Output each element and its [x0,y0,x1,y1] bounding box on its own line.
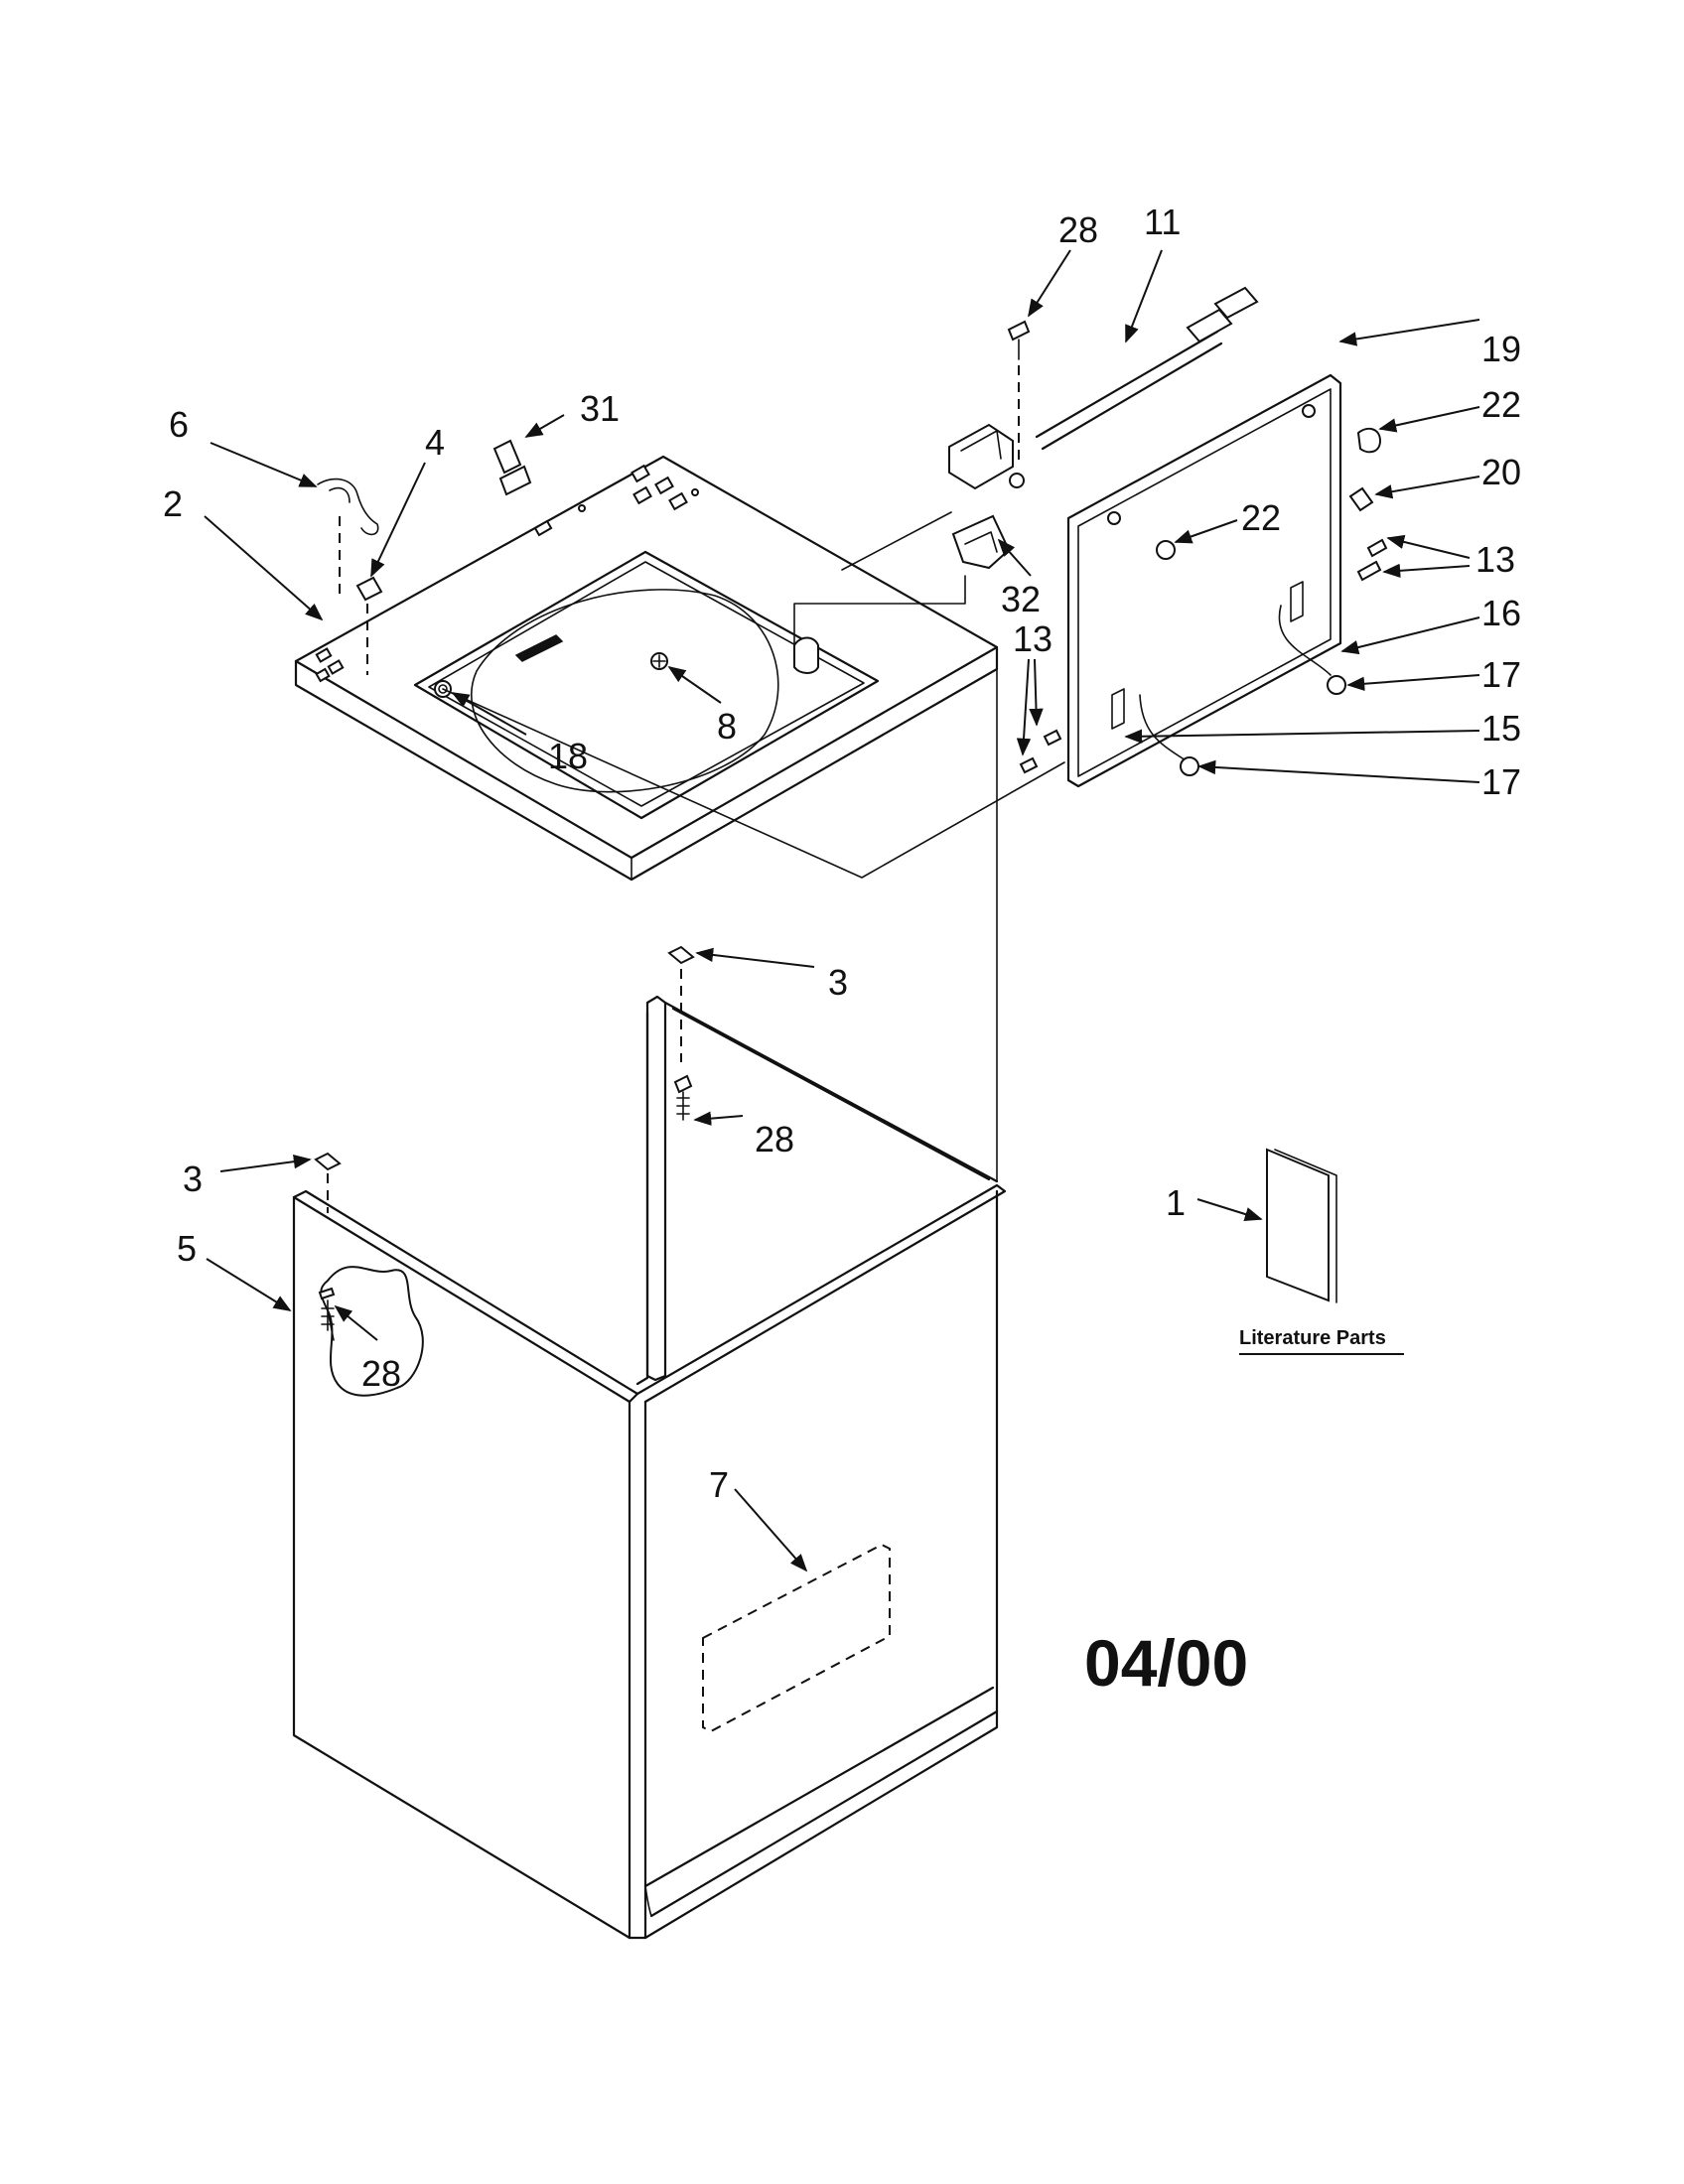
clip-6 [317,478,379,596]
callout-31: 31 [580,388,620,429]
callout-labels: 28 11 19 22 20 22 13 16 17 15 17 13 32 3… [163,202,1521,1505]
callout-11: 11 [1144,202,1181,242]
callout-22b: 22 [1241,497,1281,538]
literature-parts-label: Literature Parts [1239,1327,1386,1349]
revision-date: 04/00 [1084,1626,1248,1700]
callout-17b: 17 [1481,761,1521,802]
callout-15: 15 [1481,708,1521,749]
callout-20: 20 [1481,452,1521,492]
callout-13b: 13 [1013,618,1052,659]
callout-19: 19 [1481,329,1521,369]
callout-3a: 3 [828,962,848,1003]
callout-18: 18 [548,736,588,776]
callout-arrows [204,249,1480,1572]
cabinet [292,945,1007,1940]
callout-16: 16 [1481,593,1521,633]
callout-13a: 13 [1475,539,1515,580]
callout-3b: 3 [183,1159,203,1199]
console-panel [1019,373,1388,788]
literature-booklet [1266,1148,1337,1303]
callout-32: 32 [1001,579,1041,619]
callout-7: 7 [709,1464,729,1505]
callout-4: 4 [425,422,445,463]
callout-28-low: 28 [361,1353,401,1394]
callout-6: 6 [169,404,189,445]
callout-22a: 22 [1481,384,1521,425]
callout-28-top: 28 [1058,209,1098,250]
assembly-lines [442,511,1065,1182]
top-panel [294,455,999,882]
callout-2: 2 [163,483,183,524]
callout-5: 5 [177,1228,197,1269]
callout-17a: 17 [1481,654,1521,695]
wire-harness [948,286,1259,490]
lid-switch [951,514,1011,570]
callout-28-mid: 28 [755,1119,794,1160]
clip-4 [355,576,383,675]
callout-1: 1 [1166,1182,1186,1223]
clip-31 [492,439,532,496]
callout-8: 8 [717,706,737,747]
